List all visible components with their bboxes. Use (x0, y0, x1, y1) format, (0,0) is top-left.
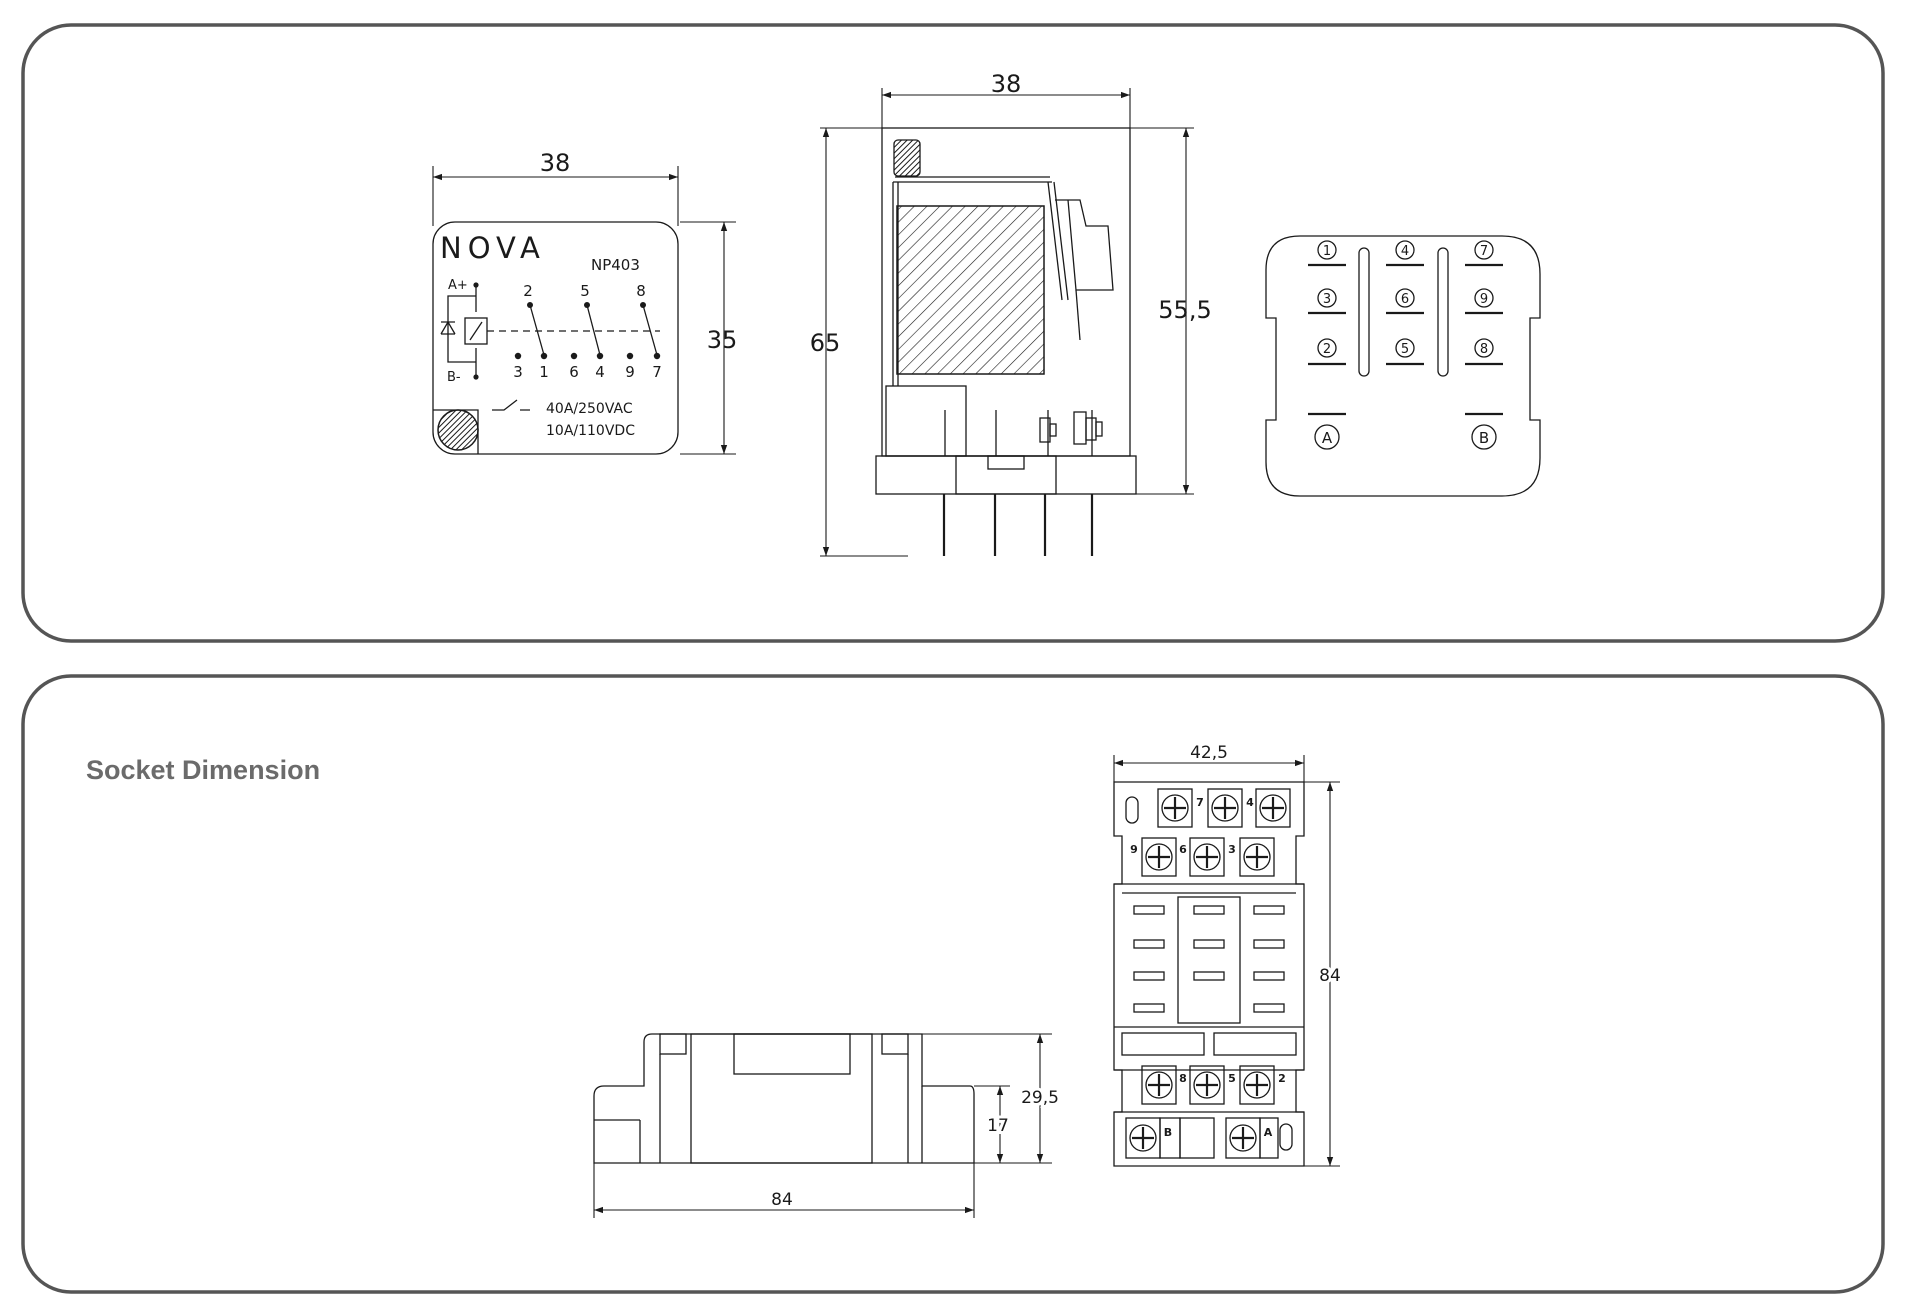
svg-text:1: 1 (539, 363, 549, 381)
socket-side-view: 84 29,5 17 (593, 1033, 1062, 1218)
coil-pin-b: B (1465, 412, 1503, 450)
svg-text:6: 6 (569, 363, 579, 381)
svg-text:3: 3 (1228, 843, 1236, 856)
svg-text:3: 3 (1323, 292, 1331, 307)
socket-side-outline (593, 1033, 975, 1164)
coil-terminals: B A (1125, 1117, 1279, 1159)
svg-text:7: 7 (1196, 796, 1204, 809)
svg-text:2: 2 (523, 282, 533, 300)
svg-text:8: 8 (1179, 1072, 1187, 1085)
contact-slots (1133, 905, 1285, 1013)
svg-text:9: 9 (1480, 292, 1488, 307)
socket-section-title: Socket Dimension (86, 755, 320, 785)
svg-text:A: A (1322, 429, 1333, 447)
contact-set-2: 5 6 4 (569, 282, 605, 381)
test-knob (893, 139, 921, 177)
svg-text:5: 5 (1228, 1072, 1236, 1085)
screw-terminal-row-3: 8 5 2 (1141, 1065, 1286, 1105)
side-body-height-dim: 55,5 (1158, 296, 1211, 324)
relay-face-outline (432, 221, 679, 455)
svg-text:5: 5 (1401, 342, 1409, 357)
pin-2: 2 (1308, 338, 1346, 366)
pin-1: 1 (1308, 240, 1346, 267)
brand-logo-text: NOVA (440, 231, 546, 265)
pin-3: 3 (1308, 288, 1346, 315)
svg-text:6: 6 (1179, 843, 1187, 856)
socket-height-dim: 29,5 (1021, 1088, 1059, 1108)
svg-text:4: 4 (1401, 244, 1409, 259)
relay-side-view: 38 65 55,5 (810, 70, 1212, 557)
coil-plus-label: A+ (448, 278, 468, 293)
pin-8: 8 (1465, 338, 1503, 366)
svg-text:6: 6 (1401, 292, 1409, 307)
screw-terminal-row-2: 9 6 3 (1130, 837, 1275, 877)
socket-step-height-dim: 17 (987, 1116, 1009, 1136)
svg-text:7: 7 (1480, 244, 1488, 259)
svg-text:2: 2 (1278, 1072, 1286, 1085)
svg-text:8: 8 (636, 282, 646, 300)
screw-terminal-row-1: 7 4 (1157, 788, 1291, 828)
side-total-height-dim: 65 (810, 329, 841, 357)
contact-set-1: 2 3 1 (513, 282, 549, 381)
svg-text:B: B (1164, 1126, 1172, 1139)
contact-set-3: 8 9 7 (625, 282, 662, 381)
socket-top-length-dim: 84 (1319, 966, 1341, 986)
pin-9: 9 (1465, 288, 1503, 315)
svg-text:9: 9 (1130, 843, 1138, 856)
pin-5: 5 (1386, 338, 1424, 366)
test-button-icon (437, 409, 479, 451)
svg-text:3: 3 (513, 363, 523, 381)
coil-block (896, 205, 1045, 375)
socket-drawing-panel (21, 674, 1885, 1294)
svg-text:4: 4 (595, 363, 605, 381)
svg-text:7: 7 (652, 363, 662, 381)
svg-text:8: 8 (1480, 342, 1488, 357)
socket-top-view: 42,5 84 7 4 (1113, 743, 1344, 1167)
pin-7: 7 (1465, 240, 1503, 267)
front-width-dim: 38 (540, 149, 571, 177)
pin-6: 6 (1386, 288, 1424, 315)
svg-text:2: 2 (1323, 342, 1331, 357)
coil-minus-label: B- (447, 370, 461, 385)
svg-text:A: A (1264, 1126, 1273, 1139)
svg-text:5: 5 (580, 282, 590, 300)
side-width-dim: 38 (991, 70, 1022, 98)
svg-text:9: 9 (625, 363, 635, 381)
rating-dc: 10A/110VDC (546, 423, 635, 439)
coil-pin-a: A (1308, 412, 1346, 450)
rating-ac: 40A/250VAC (546, 401, 633, 417)
front-height-dim: 35 (707, 326, 738, 354)
pin-4: 4 (1386, 240, 1424, 267)
svg-text:4: 4 (1246, 796, 1254, 809)
socket-length-dim: 84 (771, 1190, 793, 1210)
svg-text:B: B (1479, 429, 1489, 447)
relay-front-face-view: 38 35 NOVA NP403 A+ B- 2 3 1 (432, 149, 738, 455)
model-number: NP403 (591, 256, 640, 274)
relay-bottom-view: 1 4 7 3 6 9 2 5 8 A B (1265, 235, 1541, 497)
bottom-outline (1265, 235, 1541, 497)
svg-text:1: 1 (1323, 244, 1331, 259)
socket-width-dim: 42,5 (1190, 743, 1228, 763)
